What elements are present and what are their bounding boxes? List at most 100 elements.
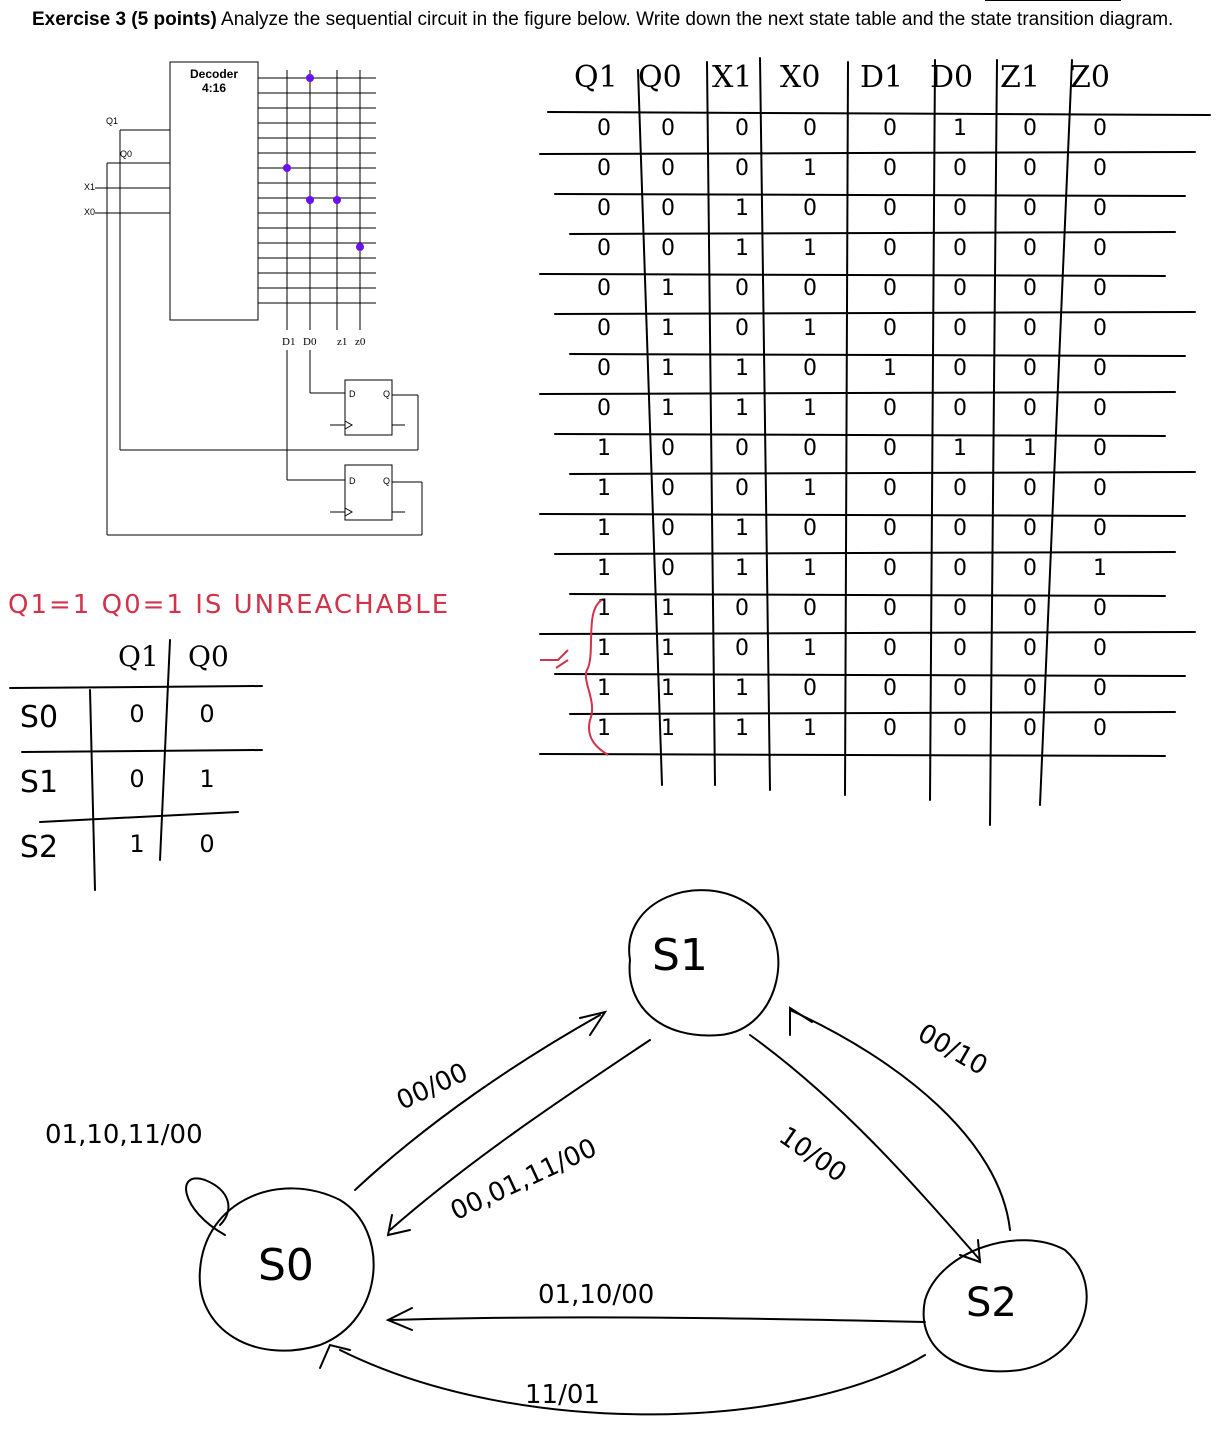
table-cell: 0 xyxy=(953,196,967,221)
table-row-line xyxy=(539,513,1186,517)
state-s2-circle xyxy=(922,1239,1088,1373)
table-cell: 0 xyxy=(1093,236,1107,261)
table-cell: 0 xyxy=(1093,356,1107,381)
exercise-text: Analyze the sequential circuit in the fi… xyxy=(216,9,1174,30)
ff0-d-pin: D xyxy=(349,389,356,399)
table-cell: 0 xyxy=(883,476,897,501)
exercise-heading: Exercise 3 (5 points) xyxy=(32,9,217,30)
table-row-line xyxy=(569,711,1176,715)
assign-state: S0 xyxy=(19,700,59,735)
table-cell: 0 xyxy=(803,516,817,541)
input-label-x0: X0 xyxy=(84,207,96,217)
table-cell: 0 xyxy=(803,116,817,141)
table-cell: 0 xyxy=(1023,396,1037,421)
table-cell: 1 xyxy=(661,316,675,341)
output-label-z1: z1 xyxy=(337,336,348,348)
table-cell: 0 xyxy=(953,716,967,741)
table-cell: 0 xyxy=(953,676,967,701)
table-cell: 0 xyxy=(1023,116,1037,141)
table-cell: 0 xyxy=(1023,676,1037,701)
decoder-box xyxy=(169,61,259,321)
assign-state: S1 xyxy=(19,765,59,800)
table-cell: 0 xyxy=(803,596,817,621)
decoder-size: 4:16 xyxy=(201,81,227,95)
table-cell: 1 xyxy=(661,716,675,741)
table-cell: 0 xyxy=(661,556,675,581)
exercise-prompt: Exercise 3 (5 points) Analyze the sequen… xyxy=(32,6,1202,34)
table-cell: 0 xyxy=(1093,396,1107,421)
table-cell: 0 xyxy=(883,556,897,581)
table-row-line xyxy=(554,673,1186,677)
table-cell: 1 xyxy=(953,116,967,141)
table-cell: 0 xyxy=(883,316,897,341)
table-row-line xyxy=(569,353,1186,357)
table-cell: 0 xyxy=(883,436,897,461)
table-cell: 1 xyxy=(735,396,749,421)
decoder-title: Decoder xyxy=(189,67,239,81)
table-cell: 0 xyxy=(953,316,967,341)
table-cell: 0 xyxy=(1093,676,1107,701)
table-cell: 0 xyxy=(883,236,897,261)
table-cell: 0 xyxy=(661,156,675,181)
table-cell: 1 xyxy=(735,196,749,221)
table-cell: 1 xyxy=(803,556,817,581)
table-cell: 0 xyxy=(1093,596,1107,621)
table-cell: 0 xyxy=(735,276,749,301)
table-cell: 0 xyxy=(661,476,675,501)
table-cell: 0 xyxy=(803,676,817,701)
state-s0-label: S0 xyxy=(258,1240,314,1291)
edge-label-s0-self: 01,10,11/00 xyxy=(45,1120,203,1150)
table-cell: 1 xyxy=(883,356,897,381)
table-cell: 0 xyxy=(953,596,967,621)
table-header-line xyxy=(547,111,1211,116)
table-cell: 1 xyxy=(735,516,749,541)
assign-q0: 0 xyxy=(199,830,215,858)
table-cell: 0 xyxy=(597,116,611,141)
table-cell: 1 xyxy=(803,156,817,181)
table-cell: 0 xyxy=(1093,636,1107,661)
table-cell: 0 xyxy=(1093,716,1107,741)
table-row-line xyxy=(539,151,1196,155)
table-cell: 1 xyxy=(803,236,817,261)
table-cell: 1 xyxy=(661,276,675,301)
table-cell: 0 xyxy=(1093,116,1107,141)
table-cell: 0 xyxy=(883,196,897,221)
table-cell: 0 xyxy=(735,156,749,181)
table-cell: 0 xyxy=(883,716,897,741)
table-cell: 1 xyxy=(661,676,675,701)
table-cell: 1 xyxy=(735,356,749,381)
table-cell: 0 xyxy=(1093,276,1107,301)
ff1-q-pin: Q xyxy=(383,476,391,486)
table-cell: 1 xyxy=(953,436,967,461)
table-cell: 0 xyxy=(735,316,749,341)
assign-q0: 1 xyxy=(199,765,215,793)
table-header-q1: Q1 xyxy=(574,60,618,95)
table-header-x0: X0 xyxy=(780,60,821,95)
table-cell: 0 xyxy=(953,556,967,581)
state-s1-circle xyxy=(628,889,780,1037)
table-cell: 0 xyxy=(597,316,611,341)
flipflop-1 xyxy=(344,464,393,521)
table-cell: 0 xyxy=(1023,276,1037,301)
table-header-z0: Z0 xyxy=(1070,60,1110,95)
table-cell: 1 xyxy=(597,676,611,701)
output-label-d1: D1 xyxy=(282,336,296,348)
table-row-line xyxy=(539,391,1176,395)
table-cell: 0 xyxy=(597,236,611,261)
table-cell: 0 xyxy=(953,356,967,381)
decoder-label: Decoder 4:16 xyxy=(169,67,259,95)
input-label-x1: X1 xyxy=(84,182,96,192)
table-cell: 0 xyxy=(953,156,967,181)
table-cell: 0 xyxy=(953,476,967,501)
table-cell: 1 xyxy=(597,436,611,461)
table-header-q0: Q0 xyxy=(638,60,682,95)
table-row-line xyxy=(554,311,1196,315)
state-s2-label: S2 xyxy=(966,1280,1017,1326)
table-cell: 0 xyxy=(1093,476,1107,501)
table-cell: 0 xyxy=(953,516,967,541)
input-label-q1: Q1 xyxy=(106,116,119,126)
table-cell: 1 xyxy=(803,716,817,741)
